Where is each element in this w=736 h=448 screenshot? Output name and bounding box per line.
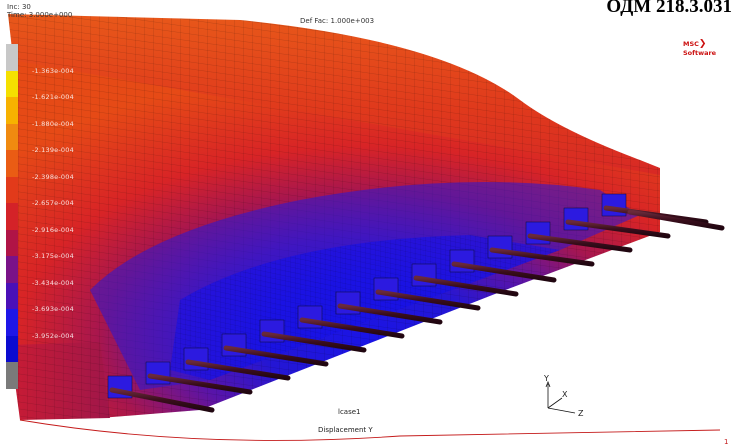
legend-swatch [6,97,18,125]
deformation-factor: Def Fac: 1.000e+003 [300,17,375,25]
triad-y-label: Y [543,374,549,383]
legend-tick-label: -2.657e-004 [32,199,74,208]
legend-tick-label: -3.693e-004 [32,305,74,314]
legend-tick-label: -1.621e-004 [32,93,74,102]
legend-swatch [6,176,18,204]
triad-z-label: Z [578,409,584,418]
legend-tick-label: -3.175e-004 [32,252,74,261]
increment-value: 30 [21,3,31,11]
increment-label: Inc: [7,3,20,11]
legend-tick-label: -3.952e-004 [32,331,74,340]
triad-x-label: X [562,390,568,399]
legend-swatch [6,70,18,98]
tendons [109,205,725,413]
legend-swatch [6,123,18,151]
increment-readout: Inc: 30 [7,3,31,11]
legend-swatch [6,309,18,337]
time-value: 3.000e+000 [28,11,73,19]
legend-tick-label: -2.916e-004 [32,225,74,234]
brand-name: MSC [683,40,699,48]
time-readout: Time: 3.000e+000 [7,11,72,19]
legend-tick-label: -1.363e-004 [32,66,74,75]
document-id: ОДМ 218.3.031 [606,0,732,17]
legend-swatch [6,44,18,72]
legend-swatch [6,362,18,390]
corner-mark: 1 [724,438,728,446]
load-case-label: lcase1 [338,408,361,416]
legend-swatch [6,256,18,284]
msc-software-logo: MSC❯Software [683,39,736,57]
legend-tick-label: -2.398e-004 [32,172,74,181]
logo-chevron-icon: ❯ [698,39,707,49]
result-type-label: Displacement Y [318,426,373,434]
color-legend: -1.363e-004 -1.621e-004 -1.880e-004 -2.139e… [6,44,76,390]
legend-tick-label: -3.434e-004 [32,278,74,287]
time-label: Time: [7,11,27,19]
legend-swatch [6,203,18,231]
legend-swatch [6,229,18,257]
axis-triad [545,380,576,414]
legend-swatch [6,335,18,363]
brand-suffix: Software [683,49,717,57]
legend-swatch [6,282,18,310]
legend-tick-label: -2.139e-004 [32,146,74,155]
legend-swatch [6,150,18,178]
legend-tick-label: -1.880e-004 [32,119,74,128]
